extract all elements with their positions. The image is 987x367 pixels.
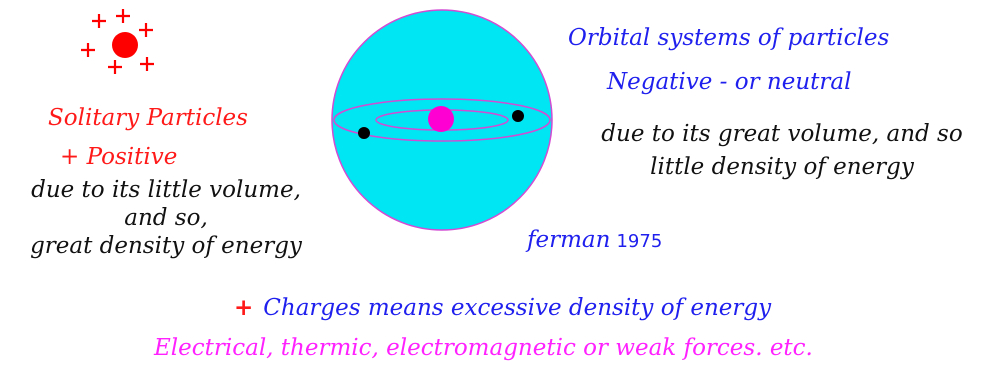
plus-signs bbox=[81, 9, 154, 74]
positive-label: + Positive bbox=[60, 144, 178, 170]
plus-sign bbox=[116, 9, 130, 23]
plus-symbol: + bbox=[234, 295, 254, 321]
positive-particle-group bbox=[81, 9, 154, 74]
positive-particle bbox=[112, 32, 138, 58]
solitary-description: due to its little volume, and so, great … bbox=[6, 176, 326, 260]
plus-sign bbox=[140, 57, 154, 71]
solitary-description-line: due to its little volume, bbox=[31, 177, 301, 203]
nucleus bbox=[428, 106, 454, 132]
orbital-systems-title: Orbital systems of particles bbox=[568, 25, 890, 51]
orbital-description: due to its great volume, and so little d… bbox=[582, 118, 982, 184]
electron-left bbox=[358, 127, 370, 139]
orbital-description-line: little density of energy bbox=[650, 154, 914, 180]
plus-sign bbox=[139, 23, 153, 37]
orbital-systems-subtitle: Negative - or neutral bbox=[607, 69, 852, 95]
electron-right bbox=[512, 110, 524, 122]
orbital-system bbox=[331, 9, 553, 231]
plus-sign bbox=[92, 14, 106, 28]
plus-sign bbox=[108, 60, 122, 74]
author-name: ferman bbox=[527, 227, 611, 253]
charges-text: Charges means excessive density of energ… bbox=[263, 295, 772, 321]
solitary-description-line: and so, bbox=[124, 205, 208, 231]
solitary-description-line: great density of energy bbox=[30, 233, 302, 259]
solitary-particles-title: Solitary Particles bbox=[48, 105, 248, 131]
author-year: 1975 bbox=[616, 231, 663, 252]
outer-orbit bbox=[333, 98, 551, 142]
charges-statement: + Charges means excessive density of ener… bbox=[234, 294, 771, 322]
forces-statement: Electrical, thermic, electromagnetic or … bbox=[154, 335, 813, 361]
orbital-description-line: due to its great volume, and so bbox=[601, 121, 963, 147]
plus-sign bbox=[81, 43, 95, 57]
